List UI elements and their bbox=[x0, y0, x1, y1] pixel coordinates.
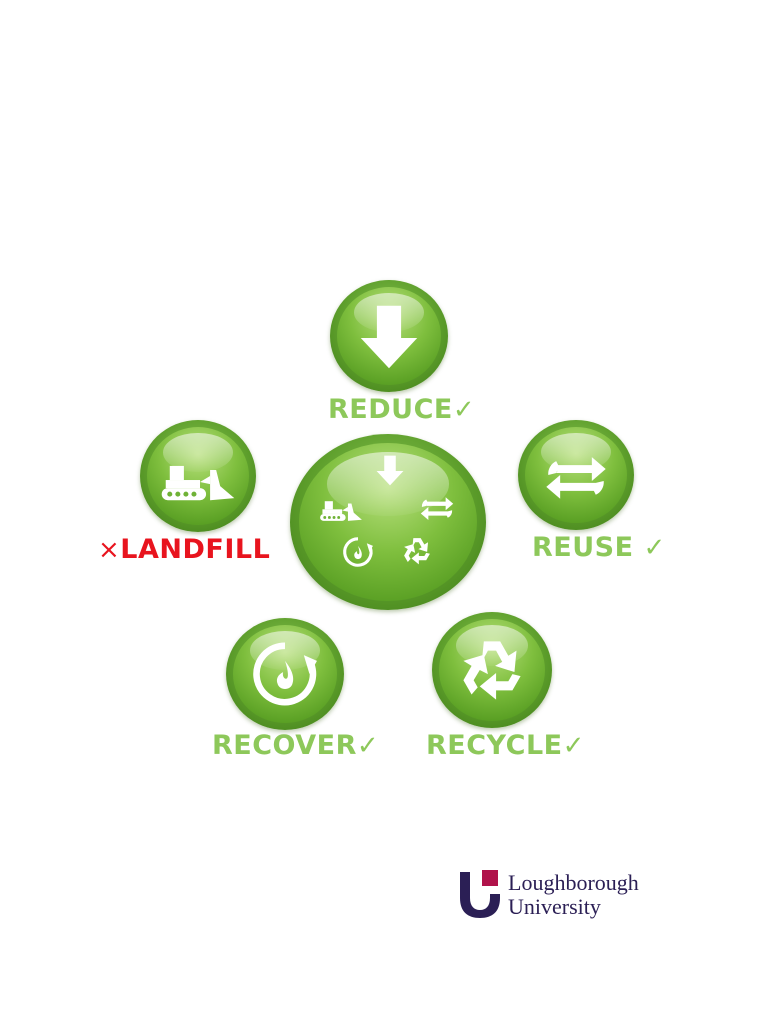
down-arrow-icon bbox=[360, 305, 418, 369]
recycle-node bbox=[432, 612, 552, 728]
logo-line-1: Loughborough bbox=[508, 870, 639, 895]
landfill-cross-icon: × bbox=[98, 535, 121, 565]
recover-flame-icon bbox=[226, 618, 344, 730]
reuse-label-text: REUSE bbox=[532, 532, 634, 563]
recover-label: RECOVER✓ bbox=[212, 730, 379, 761]
landfill-label: ×LANDFILL bbox=[98, 534, 270, 565]
recycle-icon bbox=[463, 641, 521, 700]
logo-line-2: University bbox=[508, 894, 601, 919]
landfill-node bbox=[140, 420, 256, 532]
reduce-label: REDUCE✓ bbox=[328, 394, 475, 425]
reduce-label-text: REDUCE bbox=[328, 394, 453, 425]
reduce-check-icon: ✓ bbox=[452, 395, 476, 425]
recycle-label: RECYCLE✓ bbox=[426, 730, 585, 761]
recycle-check-icon: ✓ bbox=[562, 731, 585, 761]
reduce-node bbox=[330, 280, 448, 392]
reuse-node bbox=[518, 420, 634, 530]
recover-check-icon: ✓ bbox=[356, 731, 380, 761]
bulldozer-icon bbox=[161, 465, 235, 501]
university-shield-icon bbox=[460, 870, 500, 918]
university-logo: Loughborough University bbox=[458, 868, 678, 920]
center-recycle-icon bbox=[404, 538, 430, 565]
landfill-label-text: LANDFILL bbox=[120, 534, 271, 565]
recycle-label-text: RECYCLE bbox=[426, 730, 563, 761]
recover-label-text: RECOVER bbox=[212, 730, 357, 761]
reuse-check-icon: ✓ bbox=[643, 533, 666, 563]
recover-node bbox=[226, 618, 344, 730]
center-node bbox=[290, 434, 486, 610]
cycle-arrows-icon bbox=[546, 457, 606, 499]
reuse-label: REUSE ✓ bbox=[532, 532, 666, 563]
